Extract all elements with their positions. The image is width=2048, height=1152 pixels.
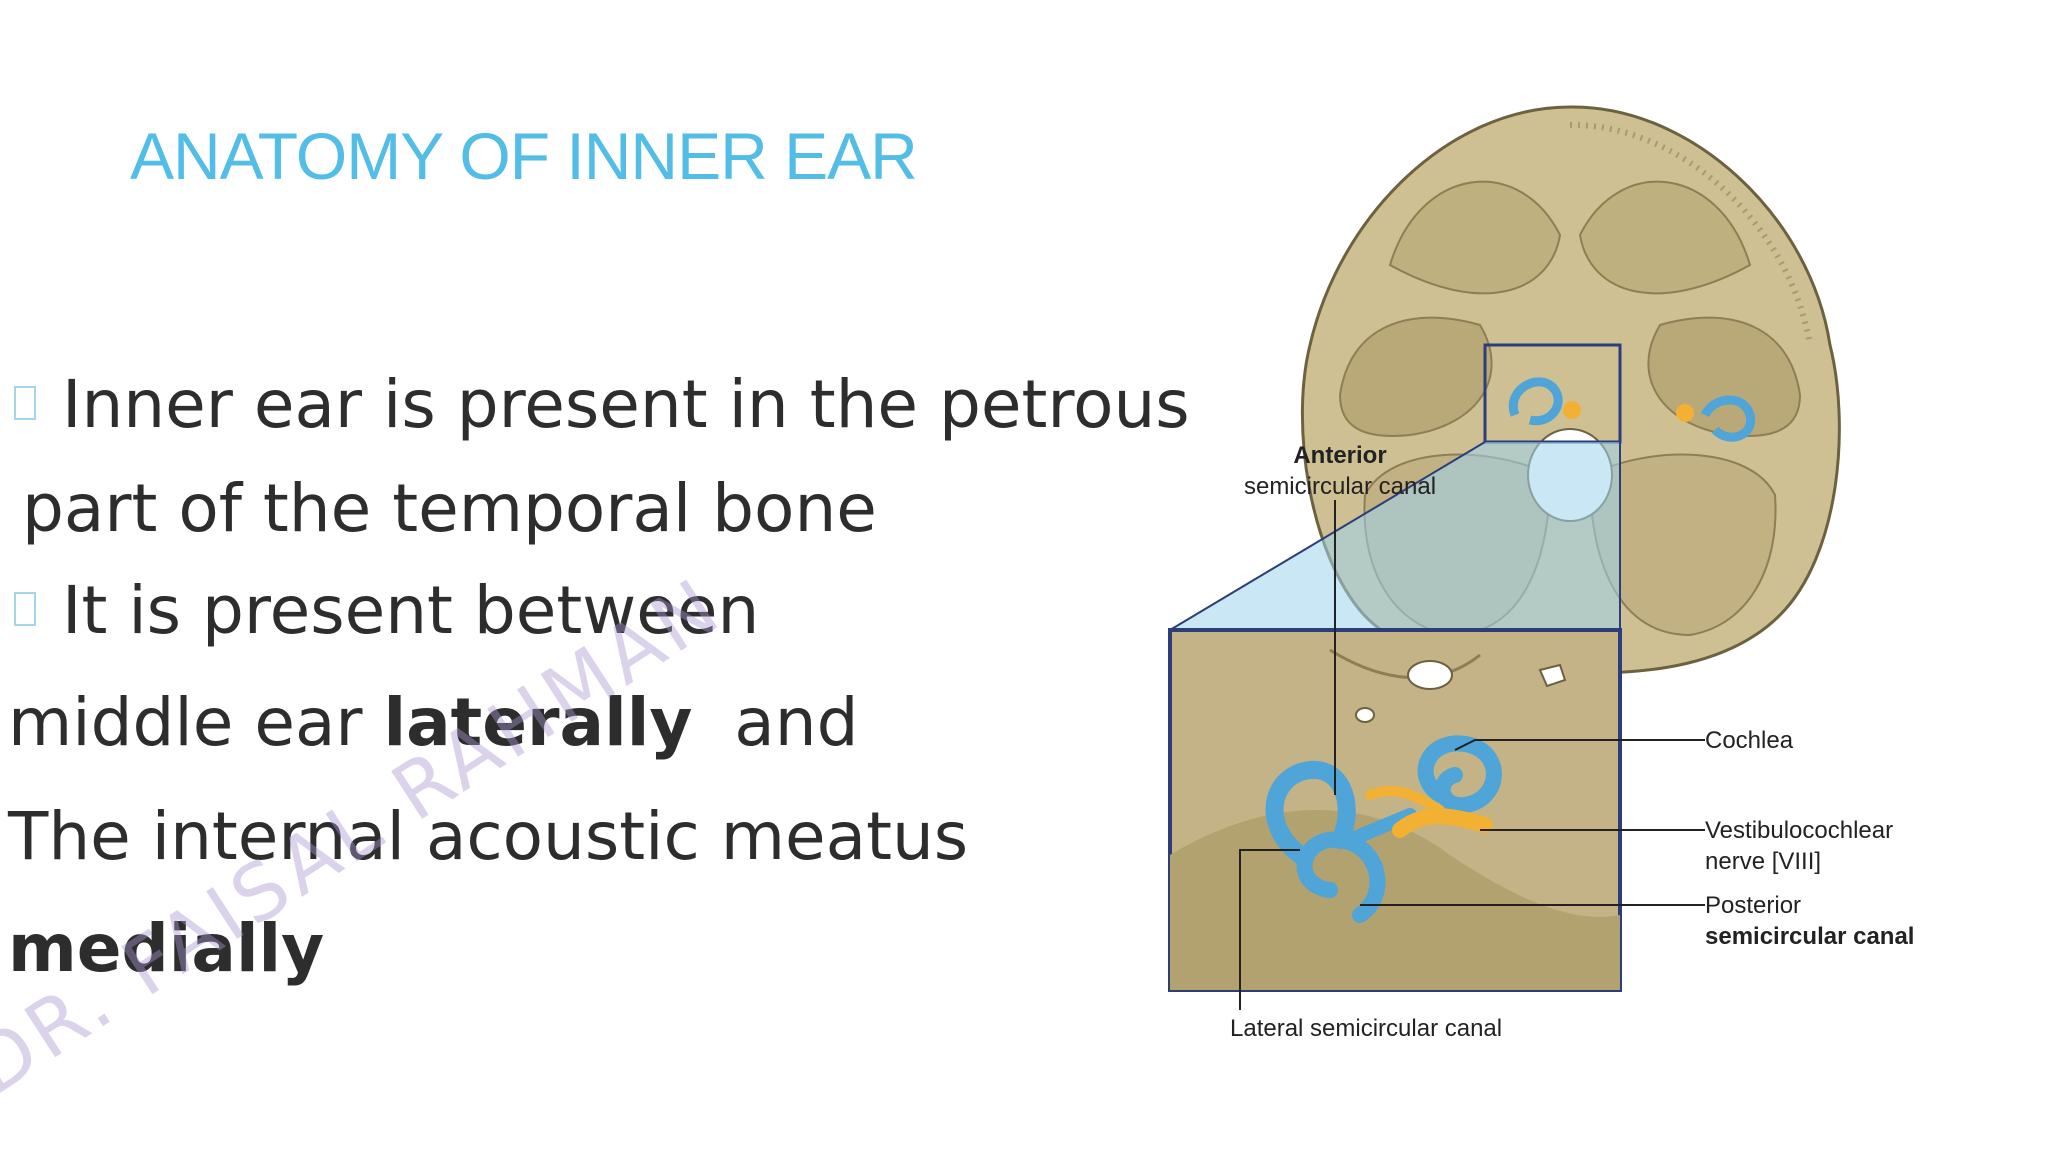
cochlea-coil [1417, 735, 1502, 814]
label-vestibulocochlear: Vestibulocochlear nerve [VIII] [1705, 815, 1893, 877]
label-lateral-canal: Lateral semicircular canal [1230, 1015, 1503, 1042]
label-vestibulo-line1: Vestibulocochlear [1705, 817, 1894, 844]
anterior-canal [1265, 760, 1356, 864]
bullet-square-icon [14, 591, 36, 626]
label-posterior-line1: Posterior [1705, 892, 1802, 919]
bullet-square-icon [14, 385, 36, 420]
body-line-4-pre: middle ear [8, 684, 384, 761]
label-posterior-line2: semicircular canal [1705, 923, 1915, 951]
body-line-4-bold: laterally [383, 684, 693, 761]
body-line-5: The internal acoustic meatus [8, 798, 969, 875]
bullet-line-1: Inner ear is present in the petrous [8, 372, 1190, 438]
body-line-4-wrap: middle ear laterally and [8, 690, 858, 756]
label-anterior-line1: Anterior [1293, 442, 1387, 469]
body-line-2-wrap: part of the temporal bone [22, 476, 877, 542]
body-line-1: Inner ear is present in the petrous [62, 366, 1190, 443]
inner-ear-figure: Anterior semicircular canal Cochlea Vest… [1150, 95, 1980, 1075]
body-line-6-wrap: medially [8, 916, 324, 982]
body-line-3: It is present between [62, 572, 760, 649]
vestibulocochlear-nerve [1392, 808, 1493, 838]
body-line-5-wrap: The internal acoustic meatus [8, 804, 968, 870]
bullet-line-2: It is present between [8, 578, 759, 644]
label-vestibulo-line2: nerve [VIII] [1705, 848, 1822, 876]
label-cochlea: Cochlea [1705, 727, 1794, 754]
slide-title: ANATOMY OF INNER EAR [130, 119, 918, 193]
body-line-2: part of the temporal bone [22, 470, 877, 547]
label-anterior-canal: Anterior semicircular canal [1240, 440, 1440, 502]
zoom-wedge [1170, 442, 1620, 630]
label-anterior-line2: semicircular canal [1243, 473, 1437, 501]
posterior-canal [1296, 831, 1386, 923]
body-line-6-bold: medially [8, 910, 325, 987]
body-line-4-post: and [692, 684, 859, 761]
skull-base-illustration [1168, 105, 1841, 1010]
label-posterior-canal: Posterior semicircular canal [1705, 890, 1914, 952]
